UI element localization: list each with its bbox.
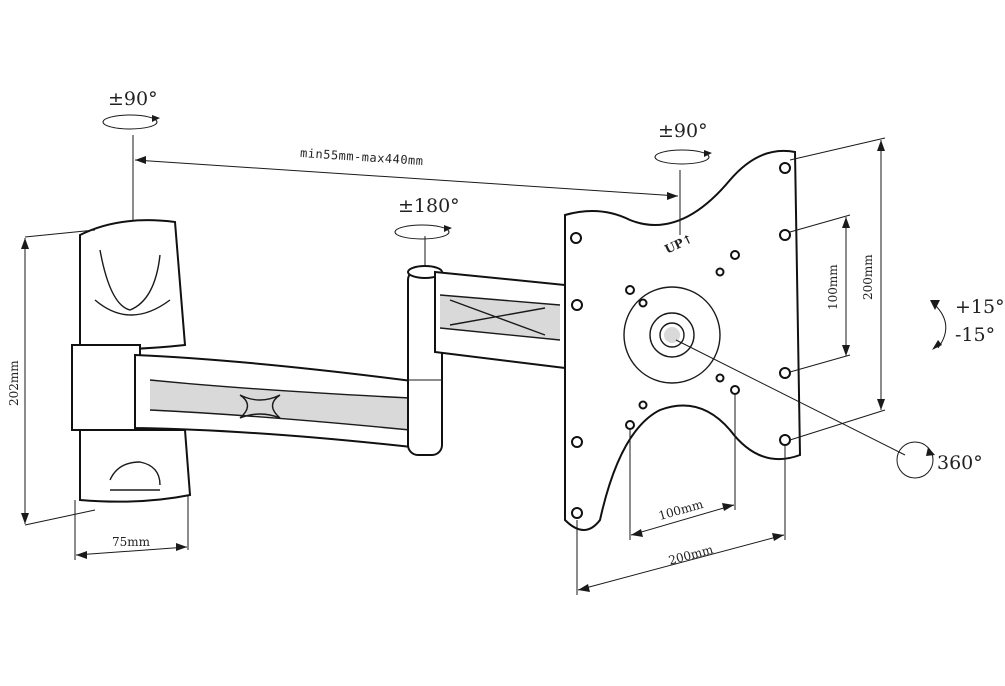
arm-pivot-column — [407, 265, 443, 456]
wall-width-dimension-line — [74, 495, 189, 560]
vesa-outer-vertical-label: 200mm — [861, 254, 875, 300]
second-arm — [434, 270, 566, 370]
rotation-arrow-plate — [654, 149, 712, 165]
first-arm — [134, 353, 421, 450]
tilt-up-label: +15° — [955, 296, 1005, 318]
tilt-arrow — [930, 300, 947, 350]
vesa-horizontal-dimension-lines — [576, 395, 786, 595]
vesa-holes — [570, 162, 791, 519]
extension-dimension-line — [132, 135, 681, 235]
arm-pivot-rotation-label: ±180° — [398, 195, 460, 217]
wall-pivot-rotation-label: ±90° — [108, 88, 158, 110]
wall-height-dimension-line — [21, 229, 96, 526]
wall-width-dimension-label: 75mm — [112, 535, 151, 549]
rotation-arrow-wall — [102, 114, 160, 130]
plate-pivot-rotation-label: ±90° — [658, 120, 708, 142]
vesa-plate — [564, 149, 802, 531]
rotation-arrow-arm — [394, 224, 452, 265]
wall-plate — [71, 219, 192, 503]
rotation-arrow-360 — [675, 339, 935, 479]
tilt-down-label: -15° — [955, 324, 996, 346]
plate-rotation-label: 360° — [937, 452, 983, 474]
vesa-vertical-dimension-lines — [789, 137, 886, 441]
vesa-inner-vertical-label: 100mm — [826, 264, 840, 310]
wall-height-dimension-label: 202mm — [7, 360, 21, 406]
